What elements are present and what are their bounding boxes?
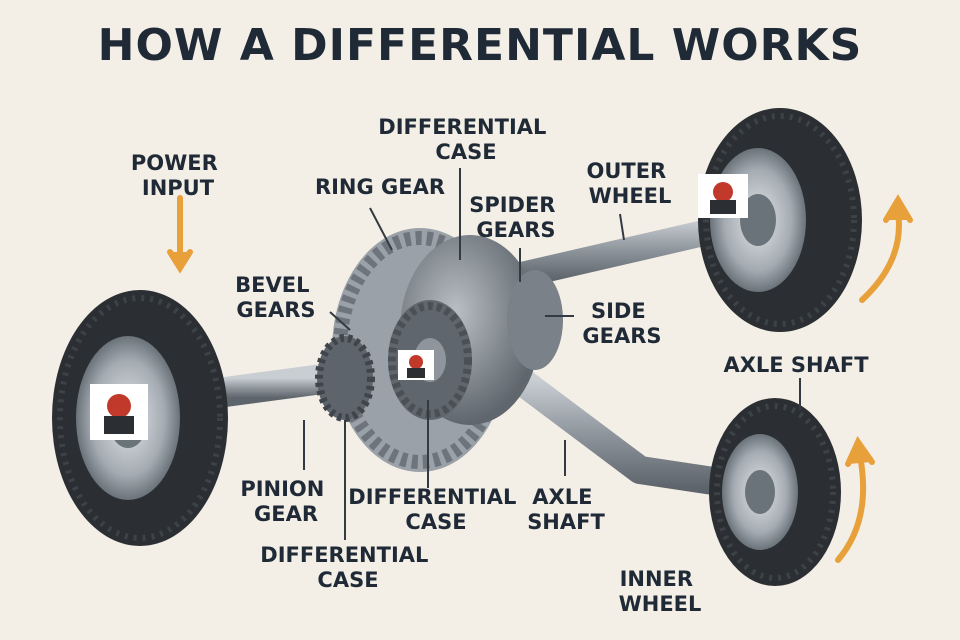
bevel-gears-label: BEVEL GEARS [235,273,317,322]
ring-gear-label: RING GEAR [315,175,445,199]
engineer-logo-icon [90,384,148,440]
differential-case-top-label: DIFFERENTIAL CASE [378,115,553,164]
motion-arrow-icon [859,194,913,303]
leader-lines [303,168,801,540]
motion-arrow-icon [835,435,875,563]
engineer-logo-icon [398,350,434,380]
differential-case-mid-label: DIFFERENTIAL CASE [348,485,523,534]
outer-wheel-label: OUTER WHEEL [586,159,673,208]
inner-wheel-label: INNER WHEEL [619,567,702,616]
differential-case-bottom-label: DIFFERENTIAL CASE [260,543,435,592]
pinion-gear-label: PINION GEAR [240,477,331,526]
motion-arrow-icon [167,195,193,274]
inner-wheel [709,398,841,586]
axle-shaft-right-label: AXLE SHAFT [723,353,869,377]
side-gears-label: SIDE GEARS [582,299,661,348]
axle-shaft-bottom-label: AXLE SHAFT [527,485,605,534]
engineer-logo-icon [698,174,748,218]
pinion-gear [315,334,375,422]
page-title: HOW A DIFFERENTIAL WORKS [97,20,863,71]
power-input-label: POWER INPUT [131,151,225,200]
spider-gears-label: SPIDER GEARS [469,193,563,242]
outer-wheel [698,108,862,332]
